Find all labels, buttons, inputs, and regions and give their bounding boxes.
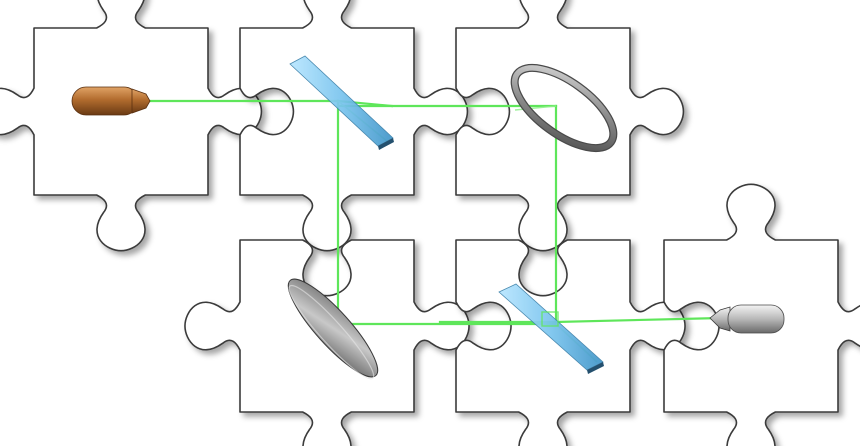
- ring-mirror-icon: [510, 63, 618, 153]
- detector-body: [727, 304, 785, 334]
- beam-splitter-icon: [289, 55, 394, 150]
- disc-highlight: [288, 284, 375, 380]
- splitter-marker: [541, 311, 559, 327]
- beam-segment: [554, 316, 722, 324]
- detector-icon: [709, 304, 785, 334]
- disc-face: [287, 278, 379, 378]
- puzzle-piece-beam-splitter-1: [239, 0, 469, 252]
- beam-segment: [514, 105, 557, 111]
- laser-icon: [71, 86, 151, 116]
- puzzle-piece-laser-source: [0, 0, 263, 252]
- beam-splitter-icon: [498, 283, 604, 374]
- puzzle-piece-ring-mirror-1: [455, 0, 685, 252]
- mirror-disc-icon: [287, 278, 379, 380]
- laser-body: [71, 86, 139, 116]
- splitter-edge: [587, 362, 604, 374]
- splitter-edge: [378, 138, 394, 150]
- ring-inner: [511, 65, 617, 151]
- optical-components: [71, 55, 785, 380]
- laser-tip: [131, 88, 151, 114]
